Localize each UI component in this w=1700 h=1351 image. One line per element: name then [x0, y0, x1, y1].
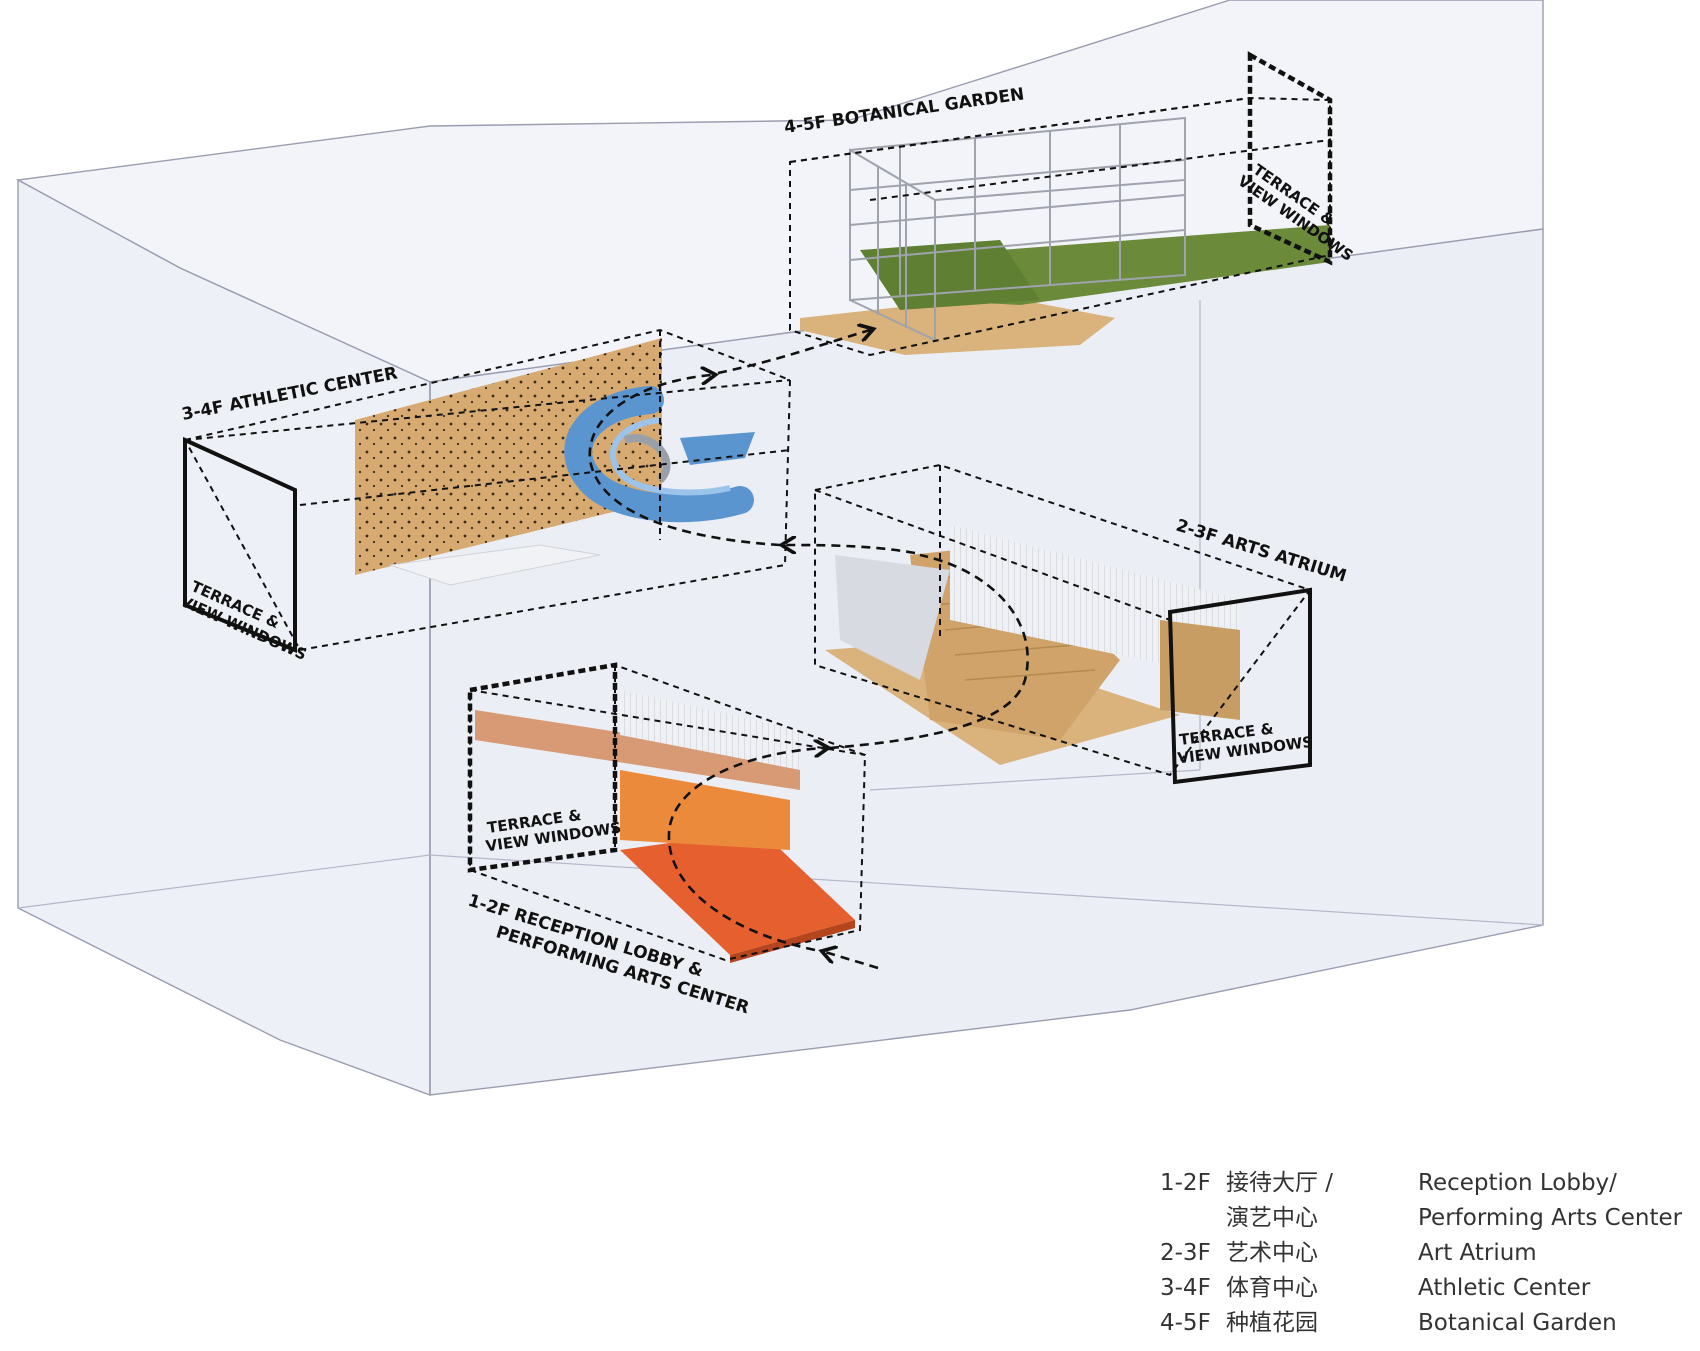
legend-english: Reception Lobby/ — [1418, 1170, 1617, 1196]
athletic-terrace-frame — [183, 436, 297, 653]
reception-stage — [620, 830, 855, 955]
entry-arrow — [825, 952, 879, 970]
to-garden-arrow — [717, 330, 870, 375]
atrium-gallery-wall — [1160, 620, 1240, 720]
legend-english: Botanical Garden — [1418, 1310, 1617, 1336]
legend-floor: 3-4F — [1160, 1275, 1211, 1301]
greenhouse-frame — [849, 116, 1186, 342]
athletic-floor — [389, 544, 601, 586]
athletic-loop-arrow — [588, 375, 781, 547]
atrium-terrace-frame — [1167, 587, 1312, 785]
legend-english: Athletic Center — [1418, 1275, 1591, 1301]
garden-terrace-frame — [1247, 51, 1333, 266]
volume-floor-edge — [17, 854, 431, 909]
climbing-wall — [355, 338, 662, 575]
circulation-path — [588, 330, 1029, 970]
reception-loop-arrow — [667, 748, 825, 952]
reception-wood-beam — [475, 710, 800, 790]
athletic-bounding-box — [183, 328, 792, 652]
legend-english: Art Atrium — [1418, 1240, 1537, 1266]
spiral-slide — [564, 386, 755, 523]
legend-floor: 4-5F — [1160, 1310, 1211, 1336]
floor-legend: 1-2F 接待大厅 / Reception Lobby/ 演艺中心 Perfor… — [1160, 1166, 1700, 1346]
legend-chinese: 种植花园 — [1226, 1310, 1318, 1336]
volume-back-edge — [869, 769, 1201, 791]
legend-floor: 1-2F — [1160, 1170, 1211, 1196]
reception-terrace-frame — [467, 662, 618, 873]
legend-floor: 2-3F — [1160, 1240, 1211, 1266]
legend-chinese: 体育中心 — [1226, 1275, 1318, 1301]
atrium-bounding-box — [814, 463, 1312, 777]
volume-floor-edge — [429, 854, 1544, 926]
legend-english: Performing Arts Center — [1418, 1205, 1683, 1231]
reception-orange-stairs — [620, 770, 790, 850]
legend-chinese: 演艺中心 — [1226, 1205, 1318, 1231]
atrium-to-athletic-arrow — [785, 545, 916, 555]
legend-chinese: 艺术中心 — [1226, 1240, 1318, 1266]
legend-chinese: 接待大厅 / — [1226, 1170, 1334, 1196]
to-atrium-arrow — [829, 553, 1029, 750]
reception-stage-edge — [730, 920, 855, 963]
atrium-screen-panel — [835, 555, 950, 680]
